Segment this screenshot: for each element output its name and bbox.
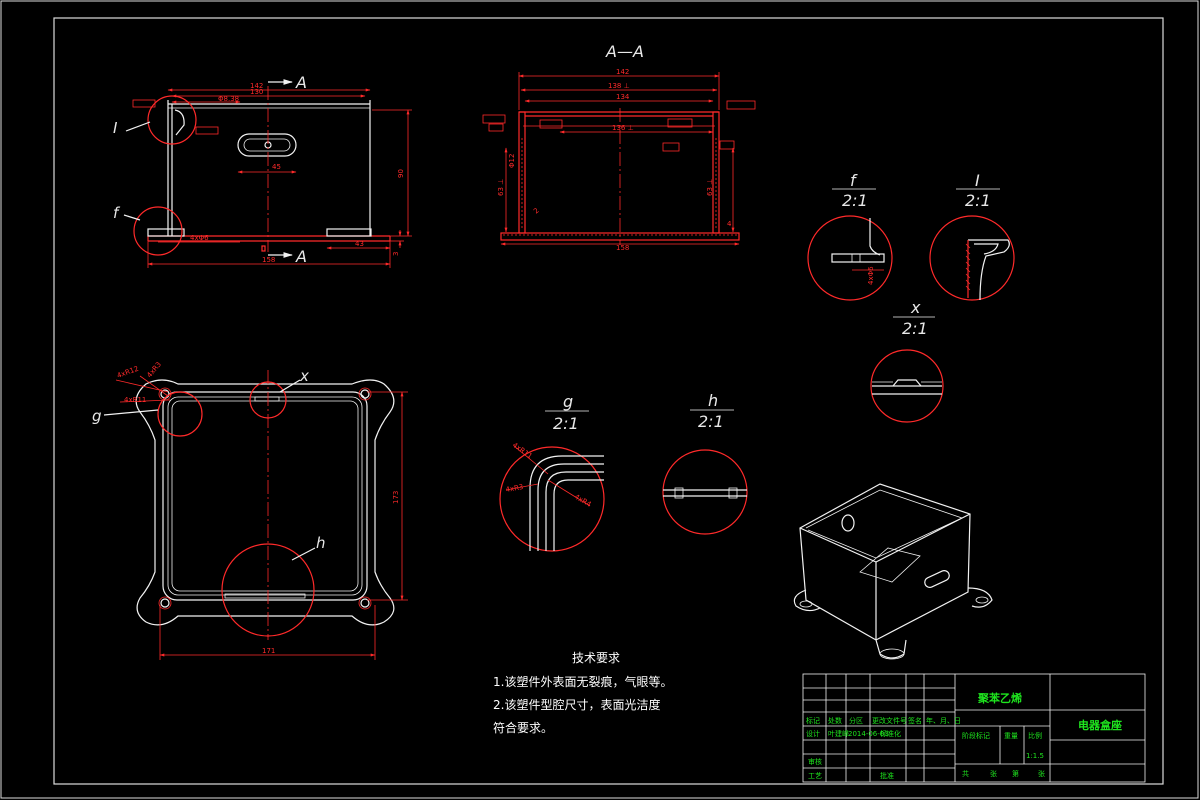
std-date: 2014-06-03 (848, 730, 889, 738)
dim-top-r3: 4xR11 (124, 396, 146, 404)
top-view: x g h 4xR12 4xR3 4xR11 173 171 (92, 360, 408, 660)
dim-sec-4: 4 (727, 220, 732, 228)
dim-front-holes: 4xΦ6 (190, 234, 209, 242)
dim-top-171: 171 (262, 647, 275, 655)
detail-I-scale: 2:1 (965, 191, 991, 210)
hdr-zone: 分区 (849, 716, 863, 725)
callout-g: g (92, 407, 102, 425)
dim-front-3: 3 (392, 252, 400, 256)
section-mark-top: A (295, 73, 307, 92)
dim-sec-r: 2 (532, 207, 541, 216)
requirements-line3: 符合要求。 (493, 720, 553, 735)
scale-label: 比例 (1028, 731, 1042, 740)
dim-front-inner: Φ8.38 (218, 95, 239, 103)
dim-sec-136: 136 ⊥ (612, 124, 634, 132)
sheet-di: 第 (1012, 769, 1019, 778)
review-label: 审核 (808, 757, 822, 766)
dim-front-130: 130 (250, 88, 263, 96)
sheet-total: 共 (962, 769, 969, 778)
dim-g-r1: 4xR11 (511, 441, 534, 460)
dim-front-142: 142 (250, 82, 263, 90)
dim-front-43: 43 (355, 240, 364, 248)
scale-value: 1:1.5 (1026, 752, 1044, 760)
dim-g-r2: 4xR3 (505, 483, 524, 494)
detail-I: I 2:1 (929, 171, 1015, 301)
section-view: A—A 142 138 ⊥ 134 136 ⊥ 158 63 ⊥ 63 ⊥ Φ1… (482, 42, 756, 252)
detail-h: h 2:1 (662, 391, 748, 535)
approve-label: 批准 (880, 771, 894, 780)
title-block: 聚苯乙烯 电器盒座 标记 处数 分区 更改文件号 签名 年、月、日 设计 叶建峰… (802, 673, 1146, 783)
title-part-name: 电器盒座 (1078, 718, 1122, 732)
detail-f: f 2:1 4xΦ6 (807, 171, 893, 301)
hdr-doc: 更改文件号 (872, 716, 907, 725)
detail-g-name: g (563, 392, 573, 411)
std-name: 标准化 (880, 729, 901, 738)
sheet-zhang2: 张 (1038, 769, 1045, 778)
dim-g-r3: 4xR4 (573, 493, 593, 509)
hdr-count: 处数 (828, 716, 842, 725)
designer-label: 设计 (806, 729, 820, 738)
callout-f-front: f (113, 204, 121, 222)
dim-sec-142: 142 (616, 68, 629, 76)
front-view: A A 142 130 Φ8.38 45 90 3 43 158 4xΦ6 (113, 73, 412, 268)
dim-sec-138: 138 ⊥ (608, 82, 630, 90)
callout-I-front: I (113, 119, 118, 137)
dim-sec-134: 134 (616, 93, 630, 101)
detail-g-scale: 2:1 (553, 414, 579, 433)
technical-requirements: 技术要求 1.该塑件外表面无裂痕，气眼等。 2.该塑件型腔尺寸，表面光洁度 符合… (493, 651, 672, 735)
process-label: 工艺 (808, 772, 822, 780)
dim-front-45: 45 (272, 163, 281, 171)
weight-label: 重量 (1004, 732, 1018, 740)
dim-top-173: 173 (392, 491, 400, 504)
dim-sec-63a: 63 ⊥ (497, 179, 505, 196)
requirements-title: 技术要求 (572, 651, 620, 665)
dim-sec-158: 158 (616, 244, 629, 252)
dim-top-r1: 4xR12 (116, 365, 140, 380)
detail-f-name: f (850, 171, 858, 190)
dim-front-90: 90 (397, 169, 405, 178)
hdr-sign: 签名 (908, 716, 922, 725)
section-mark-bottom: A (295, 247, 307, 266)
isometric-view (793, 483, 993, 660)
detail-I-name: I (975, 171, 980, 190)
hdr-date: 年、月、日 (926, 716, 961, 725)
dim-front-158: 158 (262, 256, 275, 264)
title-material: 聚苯乙烯 (977, 691, 1022, 705)
stage-label: 阶段标记 (962, 731, 990, 740)
callout-h: h (316, 534, 326, 552)
designer-name: 叶建峰 (828, 729, 849, 738)
detail-x-name: x (910, 298, 921, 317)
detail-x-scale: 2:1 (902, 319, 928, 338)
dim-top-r2: 4xR3 (145, 360, 163, 379)
detail-f-dim: 4xΦ6 (867, 266, 875, 285)
detail-x: x 2:1 (870, 298, 944, 423)
detail-f-scale: 2:1 (842, 191, 868, 210)
inner-border (53, 17, 1164, 785)
detail-h-name: h (708, 391, 718, 410)
hdr-mark: 标记 (806, 716, 820, 725)
dim-sec-63b: 63 ⊥ (706, 179, 714, 196)
requirements-line2: 2.该塑件型腔尺寸，表面光洁度 (493, 697, 660, 712)
sheet-zhang: 张 (990, 769, 997, 778)
detail-g: g 2:1 4xR11 4xR3 4xR4 (499, 392, 605, 552)
section-title: A—A (605, 42, 644, 61)
requirements-line1: 1.该塑件外表面无裂痕，气眼等。 (493, 674, 672, 689)
detail-h-scale: 2:1 (698, 412, 724, 431)
dim-sec-phi: Φ12 (508, 154, 516, 168)
callout-x: x (299, 367, 309, 385)
